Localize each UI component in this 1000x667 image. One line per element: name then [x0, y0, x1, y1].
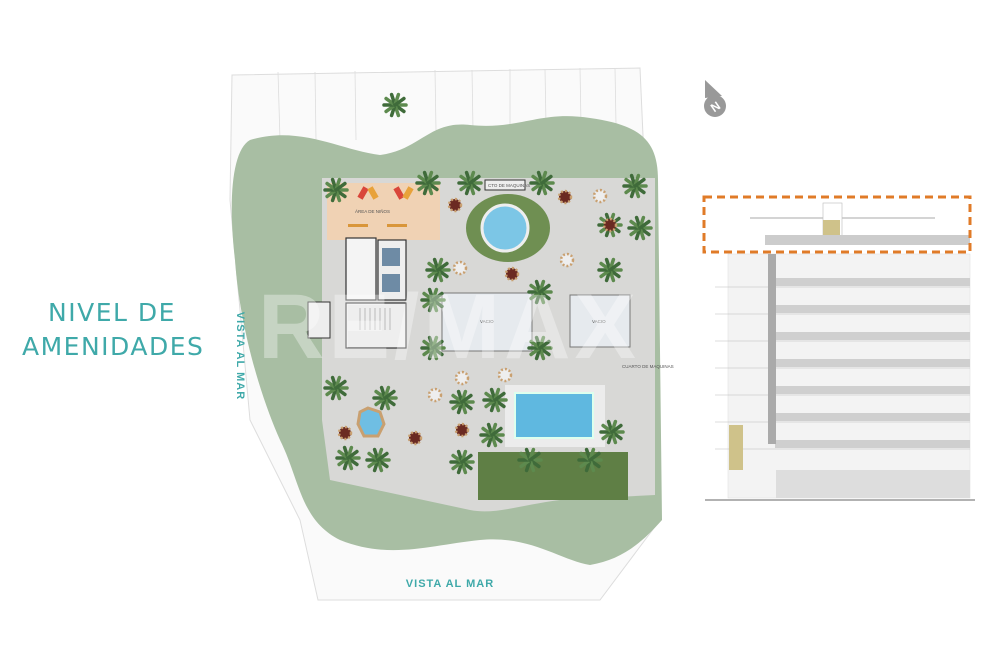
- table-icon: [559, 252, 575, 268]
- palm-tree-icon: [482, 387, 508, 413]
- machine-room-label: CUARTO DE MAQUINAS: [622, 364, 674, 369]
- machine-room-top: [484, 179, 526, 191]
- building-elevation: [705, 202, 975, 501]
- palm-tree-icon: [420, 335, 446, 361]
- machine-room-top-label: CTO DE MAQUINAS: [488, 183, 530, 188]
- elevator-2: [382, 274, 400, 292]
- palm-trees: [323, 92, 653, 475]
- palm-tree-icon: [529, 170, 555, 196]
- floor-balcony: [775, 278, 970, 286]
- north-arrow-icon: N: [704, 80, 726, 117]
- palm-tree-icon: [323, 177, 349, 203]
- watermark: RE/MAX: [258, 276, 640, 378]
- table-icon: [452, 260, 468, 276]
- palm-tree-icon: [479, 422, 505, 448]
- floor-balcony: [775, 386, 970, 394]
- floor-balcony: [775, 440, 970, 448]
- palm-tree-icon: [365, 447, 391, 473]
- dining-tables: [337, 188, 618, 446]
- floor-balcony: [775, 332, 970, 340]
- palm-tree-icon: [527, 335, 553, 361]
- jacuzzi: [356, 406, 386, 438]
- table-icon: [602, 217, 618, 233]
- palm-tree-icon: [627, 215, 653, 241]
- floor-balcony: [775, 305, 970, 313]
- sea-view-bottom-label: VISTA AL MAR: [405, 578, 495, 590]
- palm-tree-icon: [622, 173, 648, 199]
- floor-balcony: [775, 413, 970, 421]
- palm-tree-icon: [449, 389, 475, 415]
- parking-lines: [277, 67, 617, 141]
- palm-tree-icon: [449, 449, 475, 475]
- palm-tree-icon: [599, 419, 625, 445]
- title-line-1: NIVEL DE: [48, 298, 176, 327]
- restrooms: [345, 237, 377, 301]
- table-icon: [504, 266, 520, 282]
- palm-tree-icon: [420, 287, 446, 313]
- table-icon: [454, 370, 470, 386]
- palm-tree-icon: [577, 447, 603, 473]
- table-icon: [454, 422, 470, 438]
- palm-tree-icon: [372, 385, 398, 411]
- stair-treads: [359, 308, 391, 330]
- void-2-label: VACIO: [592, 319, 606, 324]
- amenity-level-highlight: [702, 195, 972, 254]
- kids-area: [327, 183, 440, 240]
- palm-tree-icon: [527, 279, 553, 305]
- page-title: NIVEL DE AMENIDADES: [22, 296, 205, 364]
- stairs: [345, 302, 407, 349]
- table-icon: [337, 425, 353, 441]
- lawn: [478, 452, 628, 500]
- palm-tree-icon: [457, 170, 483, 196]
- floor-balcony: [775, 359, 970, 367]
- table-icon: [557, 189, 573, 205]
- kids-area-label: ÁREA DE NIÑOS: [355, 208, 390, 214]
- palm-tree-icon: [415, 170, 441, 196]
- void-1: [441, 292, 533, 352]
- table-icon: [427, 387, 443, 403]
- palm-tree-icon: [323, 375, 349, 401]
- palm-tree-icon: [597, 257, 623, 283]
- table-icon: [592, 188, 608, 204]
- palm-tree-icon: [382, 92, 408, 118]
- palm-tree-icon: [517, 447, 543, 473]
- table-icon: [447, 197, 463, 213]
- table-icon: [497, 367, 513, 383]
- main-pool: [514, 392, 594, 439]
- palm-tree-icon: [335, 445, 361, 471]
- palm-tree-icon: [425, 257, 451, 283]
- play-equipment: [348, 186, 414, 227]
- table-icon: [407, 430, 423, 446]
- sea-view-side-label: VISTA AL MAR: [234, 311, 246, 401]
- void-2: [569, 294, 631, 348]
- void-1-label: VACIO: [480, 319, 494, 324]
- round-pool: [480, 203, 530, 253]
- elevator-1: [382, 248, 400, 266]
- title-line-2: AMENIDADES: [22, 332, 205, 361]
- entry-vestibule: [307, 301, 331, 339]
